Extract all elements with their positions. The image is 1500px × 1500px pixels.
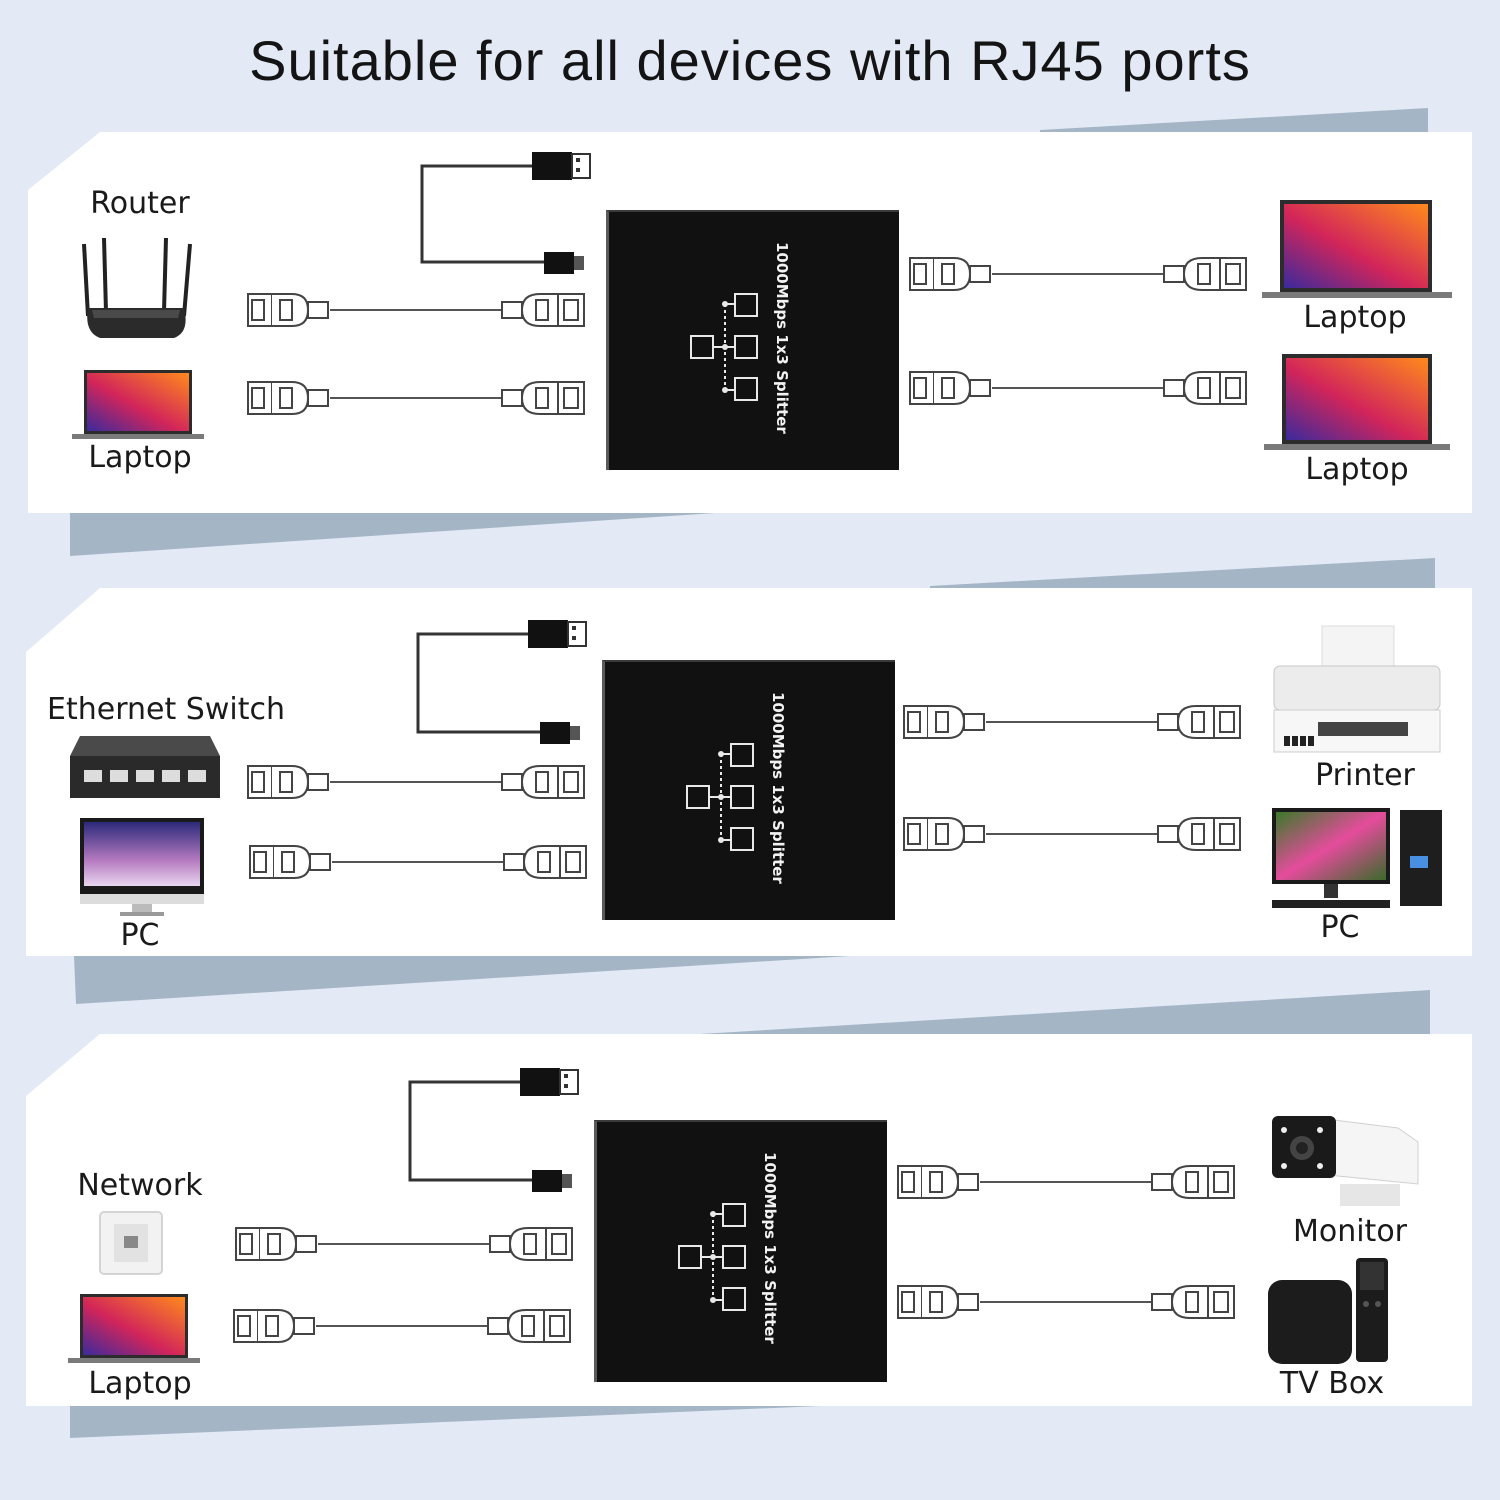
splitter-label: 1000Mbps 1x3 Splitter [773, 242, 791, 434]
output-label-2: TV Box [1279, 1366, 1385, 1401]
usb-power-cable [420, 152, 591, 274]
desktop-pc-icon [1272, 808, 1442, 908]
router-icon [82, 237, 192, 338]
imac-icon [80, 818, 204, 916]
ethernet-cable [909, 257, 1247, 291]
ethernet-cable [249, 845, 587, 879]
ethernet-cable [903, 705, 1241, 739]
laptop-icon [72, 370, 204, 439]
output-label-1: Monitor [1292, 1214, 1408, 1249]
ethernet-cable [897, 1165, 1235, 1199]
input-label-1: Router [90, 186, 190, 221]
splitter-box: 1000Mbps 1x3 Splitter [594, 1120, 887, 1382]
ethernet-cable [247, 381, 585, 415]
input-label-1: Ethernet Switch [47, 692, 285, 727]
output-label-2: Laptop [1305, 452, 1409, 487]
security-camera-icon [1272, 1116, 1419, 1206]
splitter-box: 1000Mbps 1x3 Splitter [606, 210, 899, 470]
usb-power-cable [408, 1068, 579, 1192]
printer-icon [1273, 625, 1441, 753]
scenario-panel-1: Router Laptop Laptop Laptop [0, 100, 1500, 560]
page-title: Suitable for all devices with RJ45 ports [249, 29, 1251, 92]
ethernet-cable [903, 817, 1241, 851]
ethernet-cable [247, 765, 585, 799]
input-label-2: Laptop [88, 1366, 192, 1401]
ethernet-cable [247, 293, 585, 327]
output-label-1: Printer [1315, 758, 1415, 793]
network-topology-icon [690, 293, 758, 401]
network-topology-icon [678, 1203, 746, 1311]
network-topology-icon [686, 743, 754, 851]
scenario-panel-2: Ethernet Switch PC Printer PC [0, 556, 1500, 1006]
input-label-2: Laptop [88, 440, 192, 475]
output-label-2: PC [1320, 910, 1360, 945]
ethernet-cable [235, 1227, 573, 1261]
laptop-icon [1262, 200, 1452, 298]
scenario-panel-3: Network Laptop Monitor TV Box [0, 990, 1500, 1450]
laptop-icon [68, 1294, 200, 1363]
input-label-2: PC [120, 918, 160, 953]
splitter-box: 1000Mbps 1x3 Splitter [602, 660, 895, 920]
ethernet-cable [233, 1309, 571, 1343]
input-label-1: Network [77, 1168, 203, 1203]
ethernet-cable [909, 371, 1247, 405]
splitter-label: 1000Mbps 1x3 Splitter [769, 692, 787, 884]
ethernet-switch-icon [70, 736, 220, 798]
wall-socket-icon [99, 1211, 163, 1275]
usb-power-cable [416, 620, 587, 744]
tv-box-icon [1268, 1258, 1388, 1364]
laptop-icon [1264, 354, 1450, 450]
ethernet-cable [897, 1285, 1235, 1319]
splitter-label: 1000Mbps 1x3 Splitter [761, 1152, 779, 1344]
output-label-1: Laptop [1303, 300, 1407, 335]
